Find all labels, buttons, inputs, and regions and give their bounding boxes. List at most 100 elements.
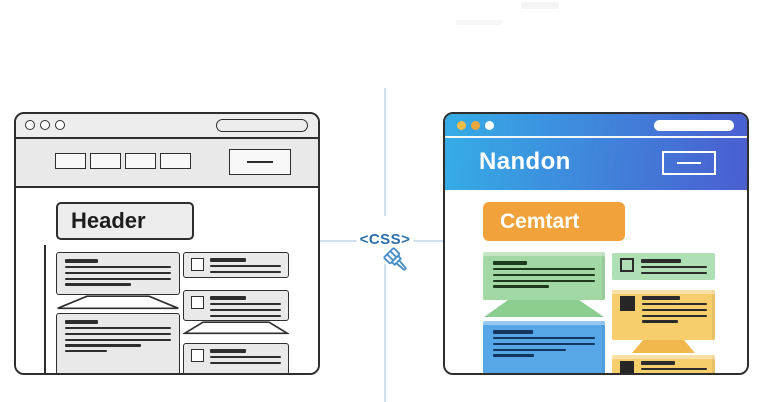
list-item-yellow — [612, 355, 715, 375]
divider-line-horizontal-right — [407, 240, 444, 242]
skeleton-line — [210, 270, 281, 274]
window-controls — [25, 120, 65, 130]
skeleton-title-line — [65, 320, 98, 324]
skeleton-line — [642, 314, 707, 317]
faint-artifact — [521, 2, 559, 9]
list-item-green — [612, 253, 715, 280]
window-dot-icon — [485, 121, 494, 130]
stand-shape-wireframe — [183, 321, 289, 335]
skeleton-title-line — [641, 259, 681, 263]
skeleton-line — [210, 356, 281, 359]
skeleton-title-line — [210, 349, 246, 353]
skeleton-line — [210, 361, 281, 365]
address-bar — [654, 120, 734, 131]
skeleton-line — [641, 368, 707, 371]
nav-item-placeholder — [90, 153, 121, 169]
checkbox-placeholder — [191, 349, 204, 362]
skeleton-title-line — [642, 296, 680, 300]
image-placeholder-square — [620, 361, 634, 373]
skeleton-title-line — [641, 361, 675, 365]
image-placeholder-square — [620, 296, 635, 311]
skeleton-line — [641, 266, 707, 269]
list-item-yellow — [612, 290, 715, 340]
skeleton-title-line — [210, 258, 246, 262]
css-tag-label: <CSS> — [356, 231, 414, 248]
nav-items — [55, 153, 191, 169]
skeleton-line — [493, 342, 595, 346]
skeleton-line — [642, 308, 707, 312]
divider-line-vertical-bottom — [384, 264, 386, 402]
checkbox-placeholder — [191, 296, 204, 309]
skeleton-title-line — [493, 330, 533, 334]
list-item-placeholder — [183, 290, 289, 321]
article-card-green — [483, 252, 605, 300]
header-button — [662, 151, 716, 175]
skeleton-line — [65, 283, 131, 286]
site-title: Nandon — [479, 148, 571, 175]
skeleton-title-line — [493, 261, 527, 265]
article-card-blue — [483, 321, 605, 373]
styled-content: Cemtart — [445, 190, 747, 375]
skeleton-line — [493, 268, 595, 271]
skeleton-title-line — [210, 296, 246, 300]
skeleton-line — [65, 338, 171, 341]
window-dot-icon — [471, 121, 480, 130]
plain-navbar — [16, 139, 318, 188]
skeleton-title-line — [65, 259, 98, 263]
stand-shape-yellow — [632, 340, 695, 353]
skeleton-line — [641, 271, 707, 275]
window-dot-icon — [25, 120, 35, 130]
skeleton-line — [493, 285, 550, 288]
skeleton-line — [493, 337, 595, 340]
checkbox-placeholder — [620, 258, 634, 272]
article-card-placeholder — [56, 252, 180, 295]
skeleton-line — [65, 277, 171, 280]
skeleton-line — [210, 303, 281, 306]
skeleton-line — [65, 266, 171, 269]
article-card-placeholder — [56, 313, 180, 373]
nav-button-placeholder — [229, 149, 291, 175]
skeleton-line — [642, 320, 678, 323]
plain-browser-window: Header — [14, 112, 320, 375]
nav-item-placeholder — [160, 153, 191, 169]
skeleton-line — [493, 348, 567, 351]
window-dot-icon — [55, 120, 65, 130]
checkbox-placeholder — [191, 258, 204, 271]
skeleton-line — [642, 303, 707, 306]
window-dot-icon — [40, 120, 50, 130]
button-dash — [247, 160, 273, 164]
skeleton-line — [210, 314, 281, 317]
list-item-placeholder — [183, 343, 289, 373]
skeleton-line — [210, 308, 281, 312]
paintbrush-icon — [383, 247, 407, 271]
skeleton-line — [493, 279, 595, 282]
site-header: Nandon — [445, 138, 747, 190]
window-controls — [457, 121, 494, 130]
skeleton-line — [65, 332, 171, 336]
plain-content: Header — [16, 188, 318, 373]
skeleton-line — [65, 344, 142, 347]
nav-item-placeholder — [125, 153, 156, 169]
skeleton-line — [493, 273, 595, 277]
skeleton-line — [65, 349, 108, 353]
address-bar — [216, 119, 308, 132]
skeleton-line — [65, 327, 171, 330]
cta-button: Cemtart — [483, 202, 625, 241]
header-box: Header — [56, 202, 194, 240]
styled-browser-window: Nandon Cemtart — [443, 112, 749, 375]
button-dash — [677, 161, 701, 165]
list-item-placeholder — [183, 252, 289, 278]
styled-titlebar — [445, 114, 747, 138]
nav-item-placeholder — [55, 153, 86, 169]
stand-shape-wireframe — [57, 295, 179, 310]
skeleton-line — [210, 265, 281, 268]
window-dot-icon — [457, 121, 466, 130]
stand-shape-green — [484, 300, 604, 317]
divider-line-horizontal-left — [320, 240, 363, 242]
plain-titlebar — [16, 114, 318, 139]
faint-artifact — [456, 20, 502, 25]
skeleton-line — [493, 354, 534, 357]
styled-chrome: Nandon — [445, 114, 747, 190]
skeleton-line — [641, 374, 707, 375]
